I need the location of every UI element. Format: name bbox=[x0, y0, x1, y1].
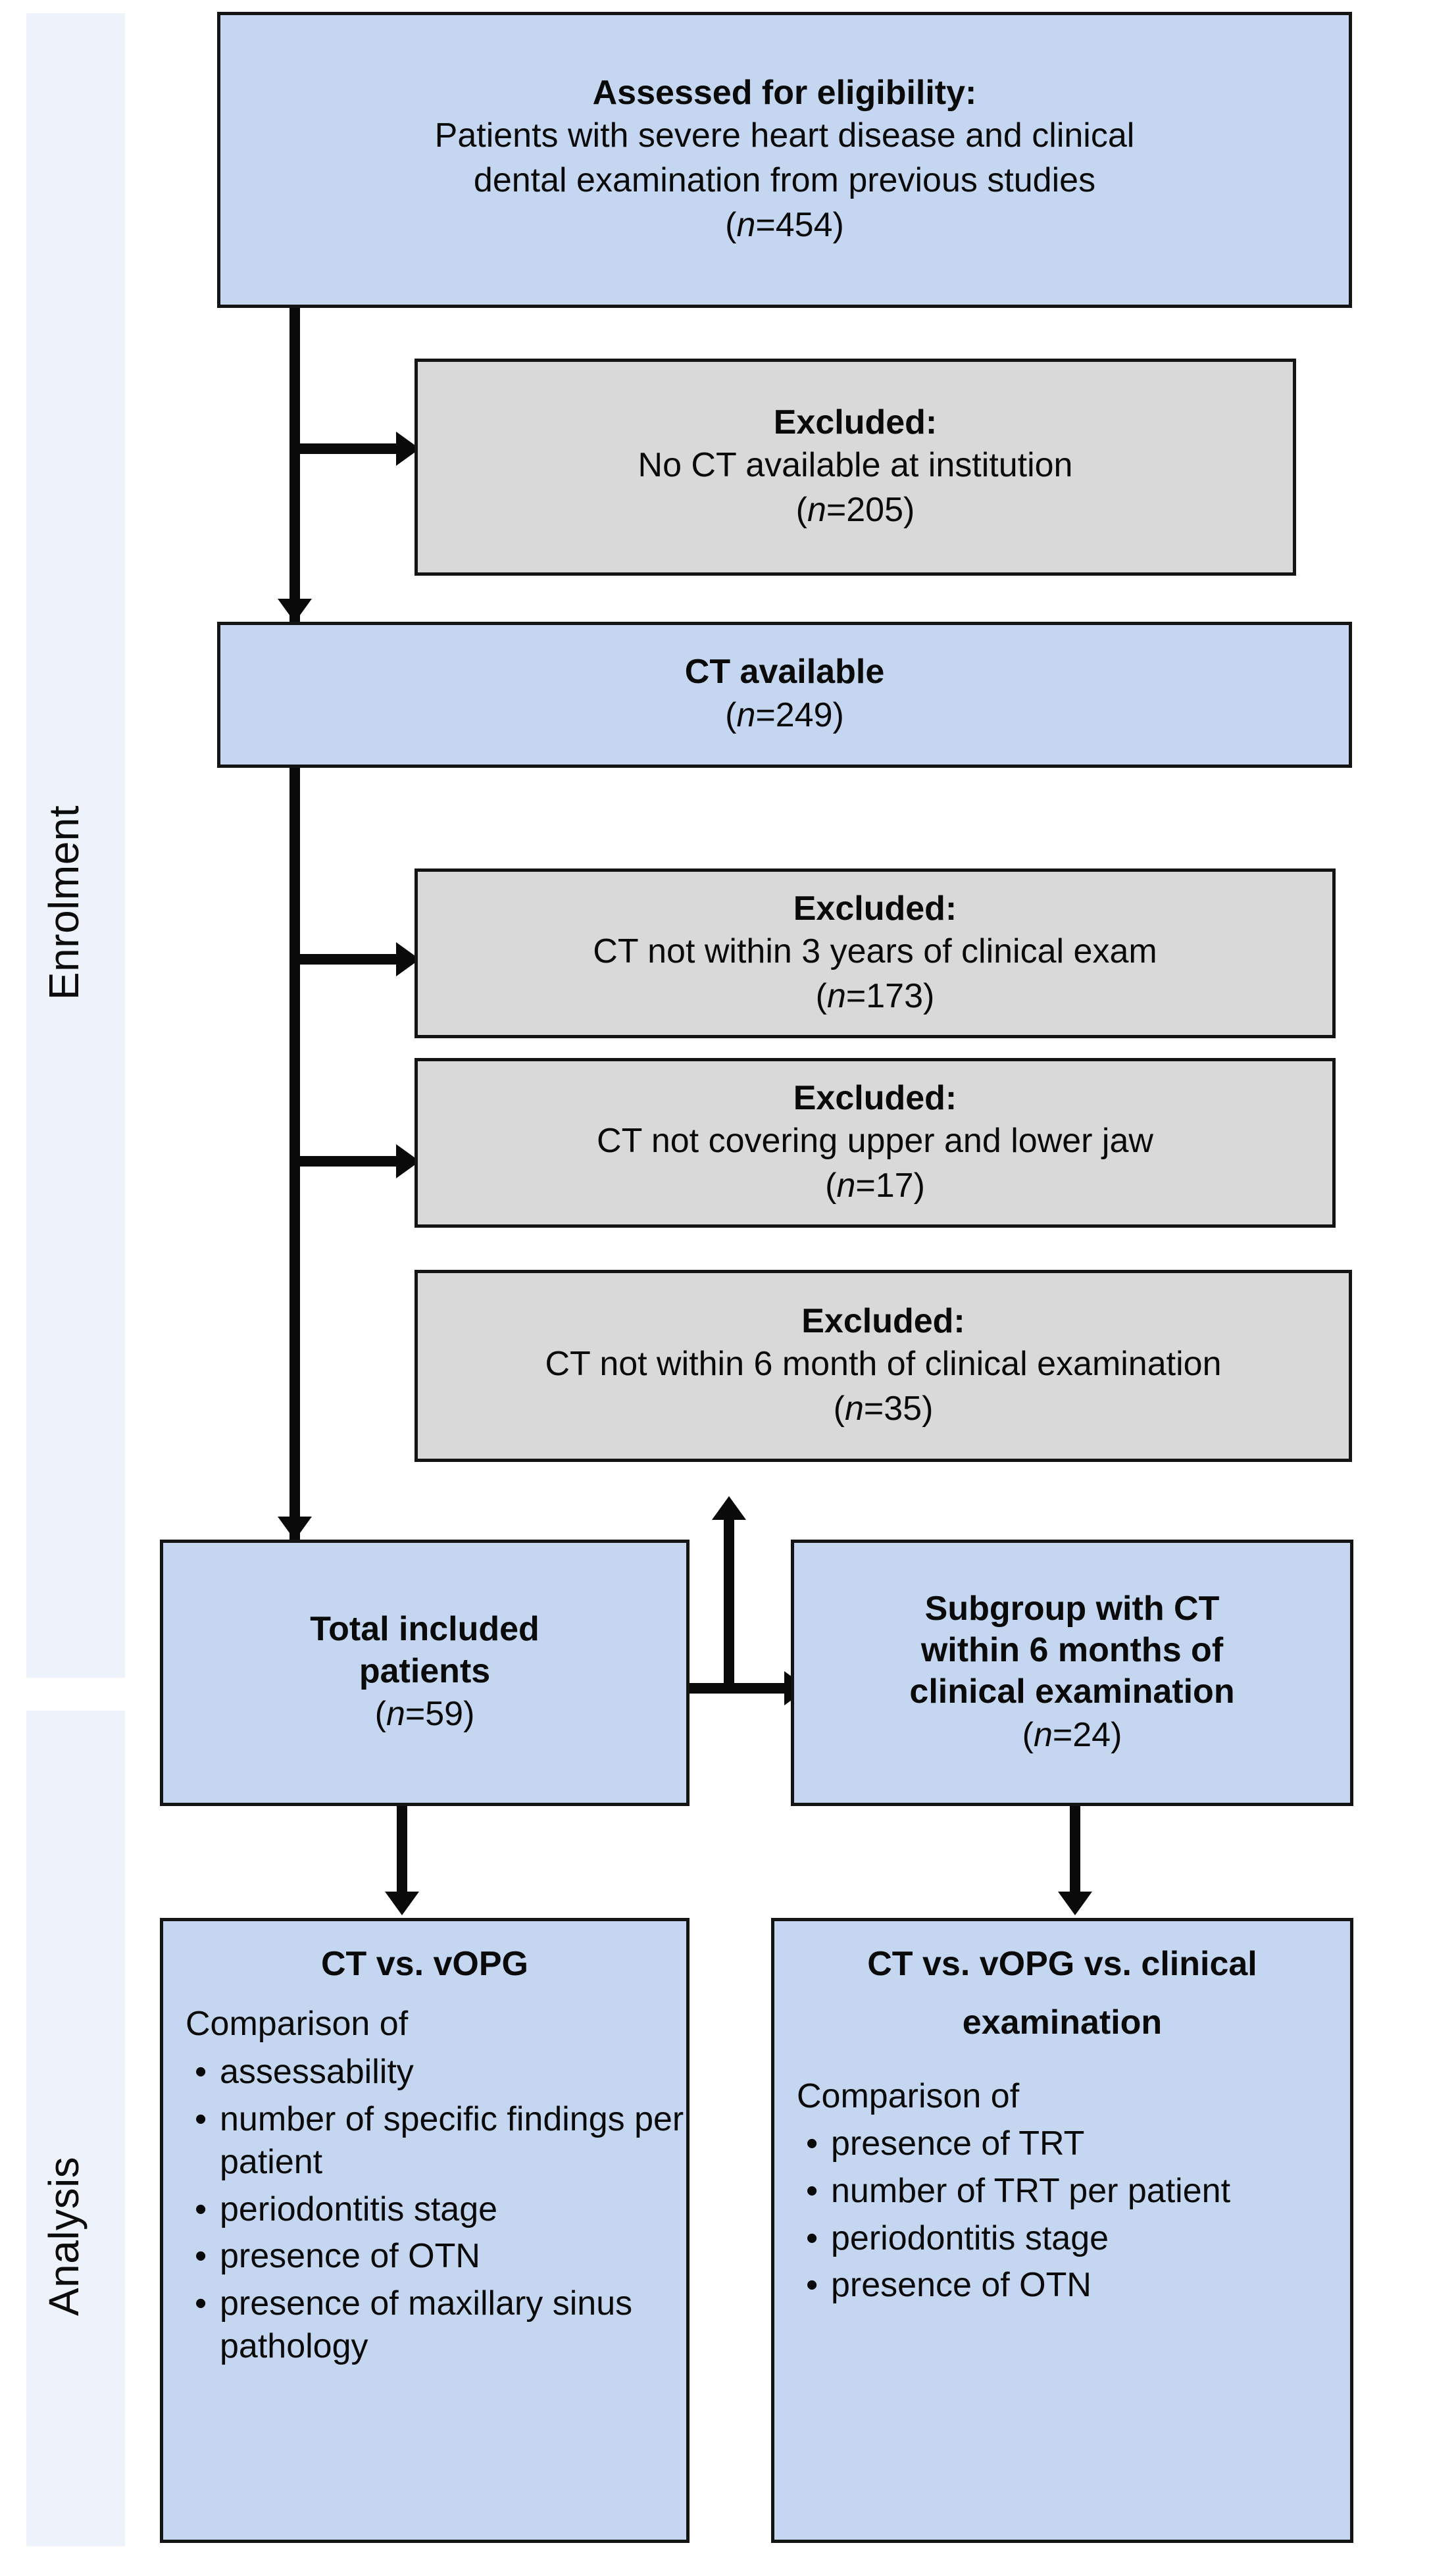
box-excluded-jaw-line1: CT not covering upper and lower jaw bbox=[597, 1122, 1153, 1161]
box-excluded-no-ct-title: Excluded: bbox=[773, 403, 938, 441]
list-item: presence of TRT bbox=[806, 2123, 1350, 2166]
band-label-enrolment: Enrolment bbox=[40, 805, 88, 1000]
box-analysis-right-title-line1: CT vs. vOPG vs. clinical bbox=[867, 1945, 1257, 1983]
box-subgroup-title-line1: Subgroup with CT bbox=[924, 1589, 1220, 1628]
box-assessed-line2: dental examination from previous studies bbox=[473, 161, 1096, 199]
connector-total-to-analysis-left bbox=[397, 1804, 407, 1899]
connector-subgroup-to-analysis-right bbox=[1070, 1804, 1080, 1899]
box-total-included-patients[interactable]: Total included patients (n=59) bbox=[160, 1540, 690, 1806]
list-item: presence of OTN bbox=[195, 2235, 686, 2278]
connector-assessed-to-excluded-205 bbox=[295, 443, 400, 454]
box-excluded-6-month-line1: CT not within 6 month of clinical examin… bbox=[545, 1345, 1222, 1384]
box-analysis-left-lead: Comparison of bbox=[186, 2005, 409, 2044]
box-analysis-ct-vs-vopg[interactable]: CT vs. vOPG Comparison of assessability … bbox=[160, 1918, 690, 2543]
arrowhead-to-total-included bbox=[278, 1517, 312, 1540]
list-item: assessability bbox=[195, 2051, 686, 2094]
box-subgroup-title-line3: clinical examination bbox=[909, 1672, 1235, 1711]
box-assessed-count: (n=454) bbox=[725, 205, 844, 244]
box-excluded-6-month-title: Excluded: bbox=[801, 1301, 965, 1340]
box-assessed-title: Assessed for eligibility: bbox=[592, 73, 977, 112]
arrowhead-to-analysis-right bbox=[1058, 1892, 1092, 1915]
box-ct-available[interactable]: CT available (n=249) bbox=[217, 622, 1352, 768]
box-excluded-6-month-count: (n=35) bbox=[833, 1389, 934, 1428]
connector-ct-to-excluded-173 bbox=[295, 954, 400, 965]
box-total-included-title-line1: Total included bbox=[310, 1610, 540, 1649]
box-excluded-3-years[interactable]: Excluded: CT not within 3 years of clini… bbox=[414, 868, 1336, 1038]
box-excluded-6-month[interactable]: Excluded: CT not within 6 month of clini… bbox=[414, 1270, 1352, 1462]
list-item: periodontitis stage bbox=[806, 2217, 1350, 2261]
list-item: presence of maxillary sinus pathology bbox=[195, 2282, 686, 2369]
box-excluded-jaw[interactable]: Excluded: CT not covering upper and lowe… bbox=[414, 1058, 1336, 1228]
box-analysis-right-title-line2: examination bbox=[962, 2003, 1163, 2042]
box-subgroup-title-line2: within 6 months of bbox=[920, 1630, 1224, 1669]
box-excluded-3-years-count: (n=173) bbox=[815, 976, 935, 1015]
box-excluded-3-years-title: Excluded: bbox=[793, 889, 957, 928]
connector-ct-to-excluded-17 bbox=[295, 1156, 400, 1167]
box-analysis-right-lead: Comparison of bbox=[797, 2076, 1020, 2115]
list-item: number of specific findings per patient bbox=[195, 2098, 686, 2184]
connector-total-to-subgroup bbox=[688, 1683, 790, 1694]
band-enrolment bbox=[26, 13, 125, 1678]
list-item: number of TRT per patient bbox=[806, 2170, 1350, 2213]
box-assessed-for-eligibility[interactable]: Assessed for eligibility: Patients with … bbox=[217, 12, 1352, 308]
box-excluded-jaw-title: Excluded: bbox=[793, 1078, 957, 1117]
arrowhead-to-ct-available bbox=[278, 599, 312, 622]
box-analysis-left-title: CT vs. vOPG bbox=[321, 1945, 528, 1983]
box-excluded-jaw-count: (n=17) bbox=[825, 1166, 925, 1205]
box-analysis-right-list: presence of TRT number of TRT per patien… bbox=[774, 2123, 1350, 2311]
box-analysis-ct-vs-vopg-vs-clinical[interactable]: CT vs. vOPG vs. clinical examination Com… bbox=[771, 1918, 1353, 2543]
box-total-included-title-line2: patients bbox=[359, 1651, 491, 1690]
box-excluded-no-ct[interactable]: Excluded: No CT available at institution… bbox=[414, 359, 1296, 576]
band-label-analysis: Analysis bbox=[40, 2156, 88, 2316]
box-ct-available-count: (n=249) bbox=[725, 695, 844, 734]
connector-ctavailable-trunk bbox=[289, 767, 300, 1540]
box-total-included-count: (n=59) bbox=[374, 1695, 475, 1734]
box-subgroup-count: (n=24) bbox=[1022, 1715, 1122, 1754]
box-assessed-line1: Patients with severe heart disease and c… bbox=[434, 116, 1135, 155]
box-excluded-3-years-line1: CT not within 3 years of clinical exam bbox=[593, 932, 1157, 971]
connector-assessed-trunk bbox=[289, 306, 300, 622]
box-excluded-no-ct-count: (n=205) bbox=[795, 490, 915, 529]
list-item: periodontitis stage bbox=[195, 2188, 686, 2232]
arrowhead-to-excluded-35 bbox=[712, 1496, 746, 1520]
band-analysis bbox=[26, 1711, 125, 2546]
box-excluded-no-ct-line1: No CT available at institution bbox=[638, 446, 1073, 485]
connector-total-up-to-excluded-35 bbox=[724, 1520, 734, 1688]
box-ct-available-title: CT available bbox=[684, 653, 885, 691]
box-subgroup-with-ct[interactable]: Subgroup with CT within 6 months of clin… bbox=[791, 1540, 1353, 1806]
list-item: presence of OTN bbox=[806, 2264, 1350, 2307]
arrowhead-to-analysis-left bbox=[385, 1892, 419, 1915]
box-analysis-left-list: assessability number of specific finding… bbox=[163, 2051, 686, 2373]
